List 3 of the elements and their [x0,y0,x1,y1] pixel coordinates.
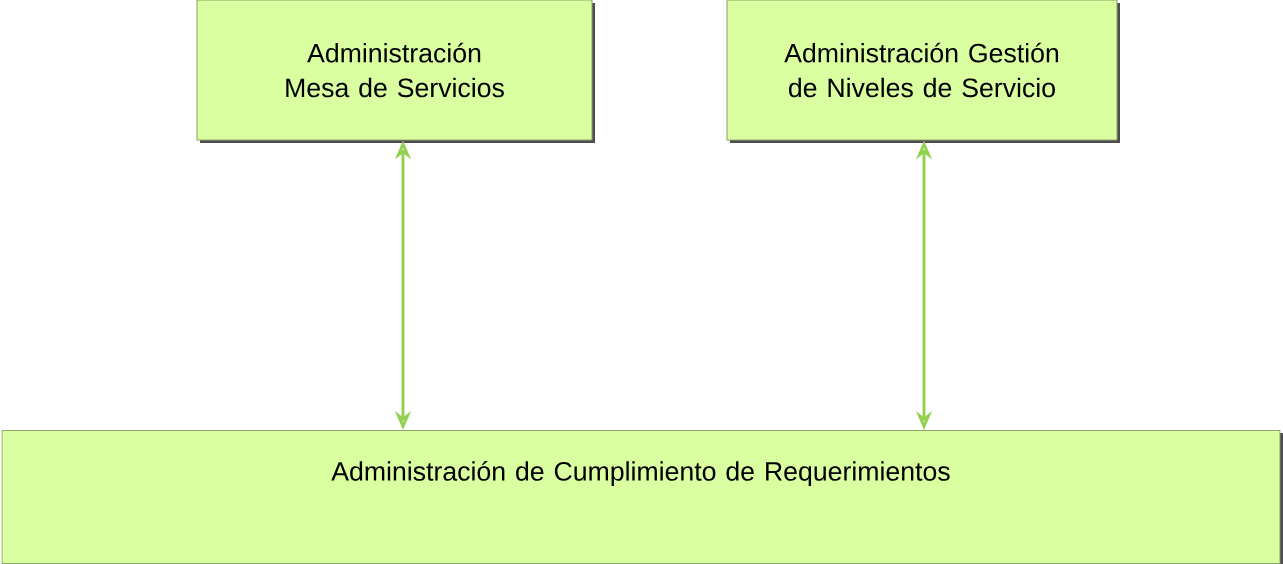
process-box: Administración Gestión de Niveles de Servicio [726,0,1120,143]
process-box: Administración Mesa de Servicios [196,0,595,143]
process-box: Administración de Cumplimiento de Requerimientos [1,430,1283,564]
